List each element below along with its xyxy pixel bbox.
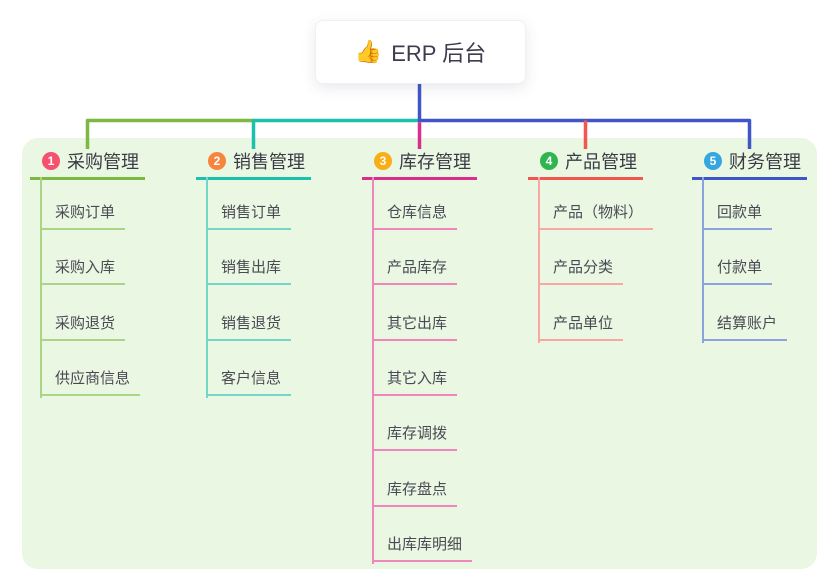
branch-label: 产品管理 <box>565 152 637 172</box>
branch-node-1[interactable]: 1 采购管理 <box>30 149 145 180</box>
branch-node-2[interactable]: 2 销售管理 <box>196 149 311 180</box>
root-node-label: ERP 后台 <box>391 41 487 66</box>
branch-2-children-connector <box>206 177 208 398</box>
child-node[interactable]: 仓库信息 <box>372 203 458 230</box>
child-node[interactable]: 客户信息 <box>206 369 292 396</box>
child-node[interactable]: 结算账户 <box>702 314 788 341</box>
branch-node-4[interactable]: 4 产品管理 <box>528 149 643 180</box>
child-node[interactable]: 产品单位 <box>538 314 624 341</box>
child-node[interactable]: 产品分类 <box>538 258 624 286</box>
connector-branch-1 <box>85 118 254 149</box>
child-node[interactable]: 采购订单 <box>40 203 126 230</box>
branch-label: 财务管理 <box>729 152 801 172</box>
child-node[interactable]: 产品库存 <box>372 258 458 286</box>
branch-node-3[interactable]: 3 库存管理 <box>362 149 477 180</box>
branch-number-badge: 5 <box>704 152 722 170</box>
branch-1-children-connector <box>40 177 42 398</box>
child-node[interactable]: 采购退货 <box>40 314 126 341</box>
child-node[interactable]: 付款单 <box>702 258 773 286</box>
thumbs-up-icon: 👍 <box>354 39 383 64</box>
connector-branch-2 <box>251 118 420 149</box>
branches-background-panel <box>22 138 817 569</box>
branch-number-badge: 2 <box>208 152 226 170</box>
child-node[interactable]: 销售出库 <box>206 258 292 286</box>
branch-number-badge: 1 <box>42 152 60 170</box>
child-node[interactable]: 产品（物料） <box>538 203 654 230</box>
branch-4-children-connector <box>538 177 540 343</box>
branch-3-children-connector <box>372 177 374 564</box>
child-node[interactable]: 销售退货 <box>206 314 292 341</box>
root-node[interactable]: 👍 ERP 后台 <box>315 20 526 84</box>
child-node[interactable]: 采购入库 <box>40 258 126 286</box>
child-node[interactable]: 其它入库 <box>372 369 458 396</box>
child-node[interactable]: 供应商信息 <box>40 369 141 396</box>
branch-label: 采购管理 <box>67 152 139 172</box>
child-node[interactable]: 其它出库 <box>372 314 458 341</box>
branch-label: 库存管理 <box>399 152 471 172</box>
child-node[interactable]: 库存盘点 <box>372 480 458 507</box>
child-node[interactable]: 回款单 <box>702 203 773 230</box>
child-node[interactable]: 销售订单 <box>206 203 292 230</box>
branch-5-children-connector <box>702 177 704 343</box>
child-node[interactable]: 库存调拨 <box>372 424 458 452</box>
branch-number-badge: 3 <box>374 152 392 170</box>
branch-number-badge: 4 <box>540 152 558 170</box>
branch-label: 销售管理 <box>233 152 305 172</box>
branch-node-5[interactable]: 5 财务管理 <box>692 149 807 180</box>
child-node[interactable]: 出库库明细 <box>372 535 473 562</box>
